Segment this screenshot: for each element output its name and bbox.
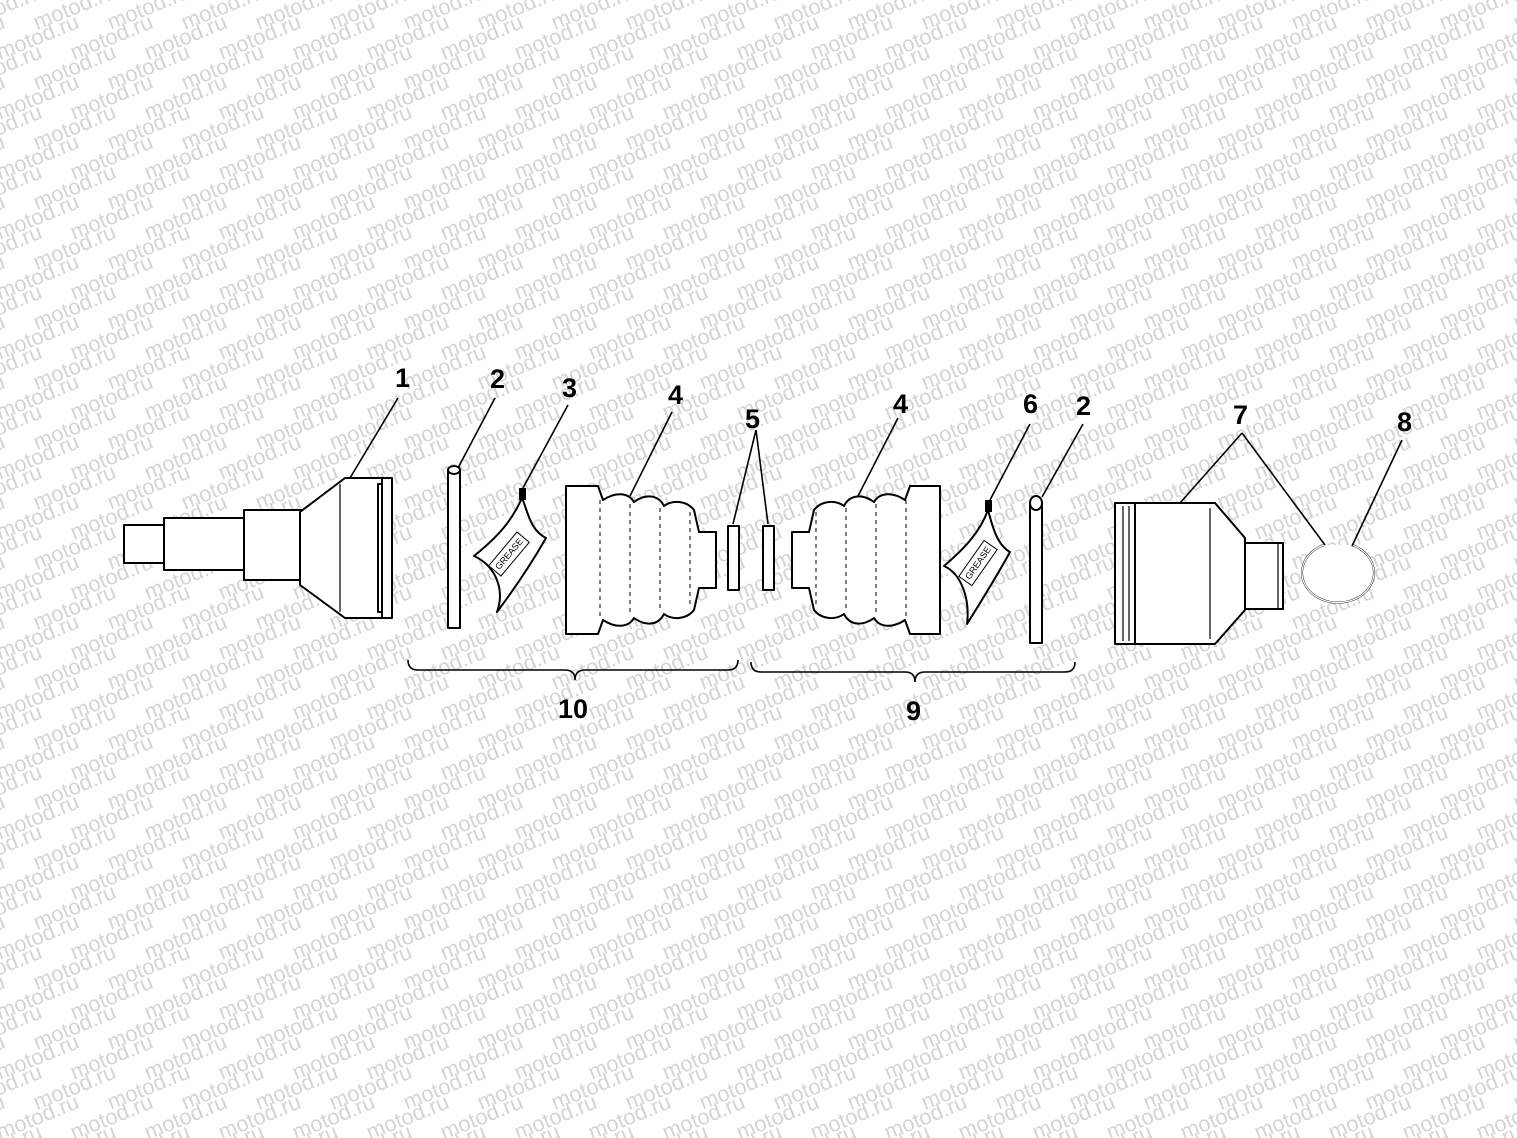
part-2-clamp-right — [1029, 495, 1043, 644]
callout-5: 5 — [745, 404, 760, 434]
callout-2-left: 2 — [490, 364, 505, 394]
callout-4-left: 4 — [668, 380, 683, 410]
callout-10: 10 — [558, 694, 588, 724]
watermark-text: motod.ru — [1510, 0, 1517, 35]
callout-6: 6 — [1023, 389, 1038, 419]
part-2-clamp-left — [447, 465, 461, 629]
callout-4-right: 4 — [893, 389, 908, 419]
part-4-boot-left — [565, 485, 717, 635]
callout-1: 1 — [395, 363, 410, 393]
callout-9: 9 — [906, 696, 921, 726]
part-8-circlip — [1301, 544, 1375, 604]
callout-7: 7 — [1233, 400, 1248, 430]
callout-2-right: 2 — [1076, 391, 1091, 421]
callout-3: 3 — [562, 373, 577, 403]
callout-8: 8 — [1397, 407, 1412, 437]
